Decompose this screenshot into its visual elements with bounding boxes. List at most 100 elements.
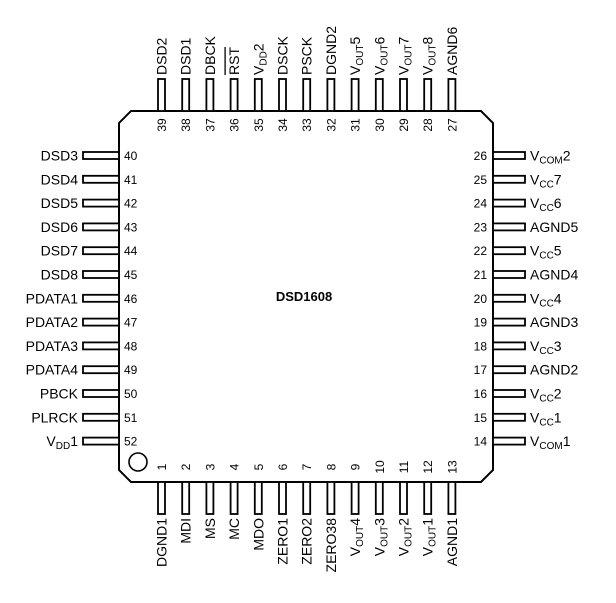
pin-number-43: 43: [124, 220, 138, 234]
pin-label-10: VOUT3: [371, 518, 390, 556]
pin-52: [82, 436, 120, 446]
pin-number-9: 9: [349, 463, 363, 470]
pin-19: [492, 317, 526, 327]
pin-number-8: 8: [324, 463, 338, 470]
pin-number-48: 48: [124, 339, 138, 353]
pin-number-40: 40: [124, 149, 138, 163]
chip-part-name: DSD1608: [276, 289, 332, 304]
pin-label-9: VOUT4: [347, 518, 366, 556]
pin-label-3: MS: [202, 518, 218, 539]
pin-number-47: 47: [124, 316, 138, 330]
pin-number-22: 22: [474, 244, 488, 258]
pin-14: [492, 436, 526, 446]
pin-label-19: AGND3: [530, 314, 578, 330]
pin1-marker-circle: [128, 452, 148, 472]
pin-16: [492, 389, 526, 398]
pin-label-52: VDD1: [46, 433, 78, 452]
pin-label-48: PDATA3: [26, 338, 79, 354]
pin-33: [302, 78, 312, 112]
pin-number-32: 32: [324, 118, 338, 132]
pin-label-45: DSD8: [41, 267, 79, 283]
pin-number-16: 16: [474, 387, 488, 401]
pin-label-39: DSD2: [154, 37, 170, 75]
pin-43: [82, 222, 120, 232]
pin-label-4: MC: [226, 518, 242, 540]
pin-number-39: 39: [155, 118, 169, 132]
pin-number-33: 33: [300, 118, 314, 132]
pin-label-34: DSCK: [275, 35, 291, 75]
pin-41: [82, 174, 120, 184]
pin-51: [82, 412, 120, 422]
pin-label-27: AGND6: [444, 27, 460, 75]
pin-37: [205, 78, 215, 112]
pin-10: [374, 481, 384, 515]
pin-number-15: 15: [474, 411, 488, 425]
pin-number-19: 19: [474, 316, 488, 330]
pin-label-15: VCC1: [530, 409, 562, 428]
pin-number-35: 35: [252, 118, 266, 132]
pin-2: [181, 481, 191, 515]
pin-46: [82, 293, 120, 303]
pin-45: [82, 270, 120, 279]
pin-label-36: RST: [226, 47, 242, 75]
pin-50: [82, 389, 120, 398]
pin-label-1: DGND1: [154, 518, 170, 567]
pin-label-13: AGND1: [444, 518, 460, 566]
pin-label-18: VCC3: [530, 338, 562, 357]
pin-number-34: 34: [276, 118, 290, 132]
pin-number-45: 45: [124, 268, 138, 282]
pin-18: [492, 341, 526, 351]
pin-label-14: VCOM1: [530, 433, 571, 452]
pin-number-14: 14: [474, 435, 488, 449]
pin-22: [492, 246, 526, 256]
pin-49: [82, 365, 120, 375]
pin-number-46: 46: [124, 292, 138, 306]
pin-number-13: 13: [445, 460, 459, 474]
pin-number-3: 3: [203, 463, 217, 470]
pin-number-42: 42: [124, 197, 138, 211]
pin-label-23: AGND5: [530, 219, 578, 235]
pin-number-25: 25: [474, 173, 488, 187]
pin-label-2: MDI: [178, 518, 194, 544]
pin-12: [423, 481, 433, 515]
pin-label-50: PBCK: [40, 386, 79, 402]
pin-number-12: 12: [421, 460, 435, 474]
pin-17: [492, 365, 526, 375]
pins-layer: 39DSD238DSD137DBCK36RST35VDD234DSCK33PSC…: [26, 26, 579, 573]
pin-13: [447, 481, 457, 515]
pin-label-16: VCC2: [530, 386, 562, 405]
pin-44: [82, 246, 120, 256]
pin-label-47: PDATA2: [26, 314, 79, 330]
pin-3: [205, 481, 215, 515]
pin-label-5: MDO: [250, 518, 266, 551]
pin-number-20: 20: [474, 292, 488, 306]
pin-label-31: VOUT5: [347, 37, 366, 75]
pin-21: [492, 270, 526, 279]
pin-1: [157, 481, 166, 515]
pin-number-28: 28: [421, 118, 435, 132]
pin-label-25: VCC7: [530, 171, 562, 190]
pin-number-49: 49: [124, 363, 138, 377]
pin-36: [229, 78, 239, 112]
pin-4: [229, 481, 239, 515]
pin-label-40: DSD3: [41, 148, 79, 164]
pin-30: [374, 78, 384, 112]
pin-number-5: 5: [252, 463, 266, 470]
pin-number-36: 36: [228, 118, 242, 132]
pin-label-11: VOUT2: [396, 518, 415, 556]
pin-label-30: VOUT6: [371, 37, 390, 75]
pin-label-26: VCOM2: [530, 148, 571, 167]
pin-label-41: DSD4: [41, 171, 79, 187]
pin-label-42: DSD5: [41, 195, 79, 211]
pin-label-37: DBCK: [202, 35, 218, 75]
chip-body: [118, 110, 494, 483]
pin-label-49: PDATA4: [26, 362, 79, 378]
pin-number-51: 51: [124, 411, 138, 425]
pin-48: [82, 341, 120, 351]
pin-number-30: 30: [373, 118, 387, 132]
pin-number-11: 11: [397, 460, 411, 473]
pin-number-44: 44: [124, 244, 138, 258]
pin-number-41: 41: [124, 173, 138, 187]
pin-label-17: AGND2: [530, 362, 578, 378]
pin-label-33: PSCK: [299, 36, 315, 75]
